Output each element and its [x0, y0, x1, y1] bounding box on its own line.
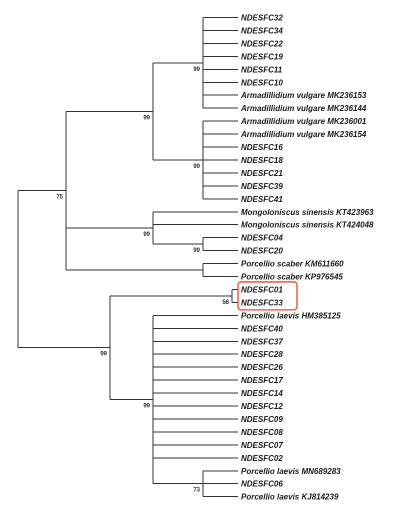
leaf-label: NDESFC08 [241, 428, 283, 437]
bootstrap-value: 75 [56, 195, 63, 201]
leaf-label: NDESFC06 [241, 480, 283, 489]
leaf-label: NDESFC02 [241, 454, 283, 463]
leaf-label: Porcellio scaber KM611660 [241, 260, 344, 269]
leaf-label: NDESFC34 [241, 26, 283, 35]
leaf-label: Mongoloniscus sinensis KT423963 [241, 208, 374, 217]
highlight-group [237, 281, 298, 311]
leaf-label: NDESFC10 [241, 78, 283, 87]
leaf-label: NDESFC11 [241, 65, 283, 74]
leaf-label: Armadillidium vulgare MK236001 [240, 117, 367, 126]
bootstrap-values: 99 99 99 99 99 75 56 73 99 99 [56, 67, 229, 494]
leaf-label: NDESFC04 [241, 234, 283, 243]
leaf-label: NDESFC07 [241, 441, 283, 450]
leaf-label: NDESFC14 [241, 389, 283, 398]
bootstrap-value: 99 [193, 67, 200, 73]
leaf-label: NDESFC26 [241, 363, 283, 372]
leaf-label: Porcellio laevis MN689283 [241, 467, 341, 476]
bootstrap-value: 56 [222, 300, 229, 306]
leaf-label: Mongoloniscus sinensis KT424048 [241, 221, 374, 230]
leaf-label: NDESFC18 [241, 156, 283, 165]
leaf-labels: NDESFC32NDESFC34NDESFC22NDESFC19NDESFC11… [240, 14, 374, 502]
leaf-label: NDESFC12 [241, 402, 283, 411]
leaf-label: NDESFC22 [241, 39, 283, 48]
leaf-label: NDESFC19 [241, 52, 283, 61]
leaf-label: NDESFC21 [241, 169, 283, 178]
bootstrap-value: 73 [193, 488, 200, 494]
leaf-label: NDESFC09 [241, 415, 283, 424]
leaf-label: Porcellio laevis HM385125 [241, 311, 341, 320]
bootstrap-value: 99 [193, 248, 200, 254]
bootstrap-value: 99 [193, 164, 200, 170]
bootstrap-value: 99 [143, 232, 150, 238]
leaf-label: Porcellio laevis KJ814239 [241, 493, 339, 502]
leaf-label: NDESFC39 [241, 182, 283, 191]
leaf-label: Armadillidium vulgare MK236153 [240, 91, 367, 100]
leaf-label: Armadillidium vulgare MK236154 [240, 130, 367, 139]
leaf-label: NDESFC37 [241, 337, 283, 346]
leaf-label: NDESFC17 [241, 376, 283, 385]
leaf-label: NDESFC20 [241, 247, 283, 256]
leaf-label: NDESFC01 [241, 285, 283, 294]
leaf-label: NDESFC32 [241, 14, 283, 23]
tree-branches [17, 17, 238, 498]
bootstrap-value: 99 [100, 352, 107, 358]
leaf-label: NDESFC28 [241, 350, 283, 359]
bootstrap-value: 99 [143, 115, 150, 121]
highlight-box [237, 281, 298, 311]
leaf-label: NDESFC40 [241, 324, 283, 333]
leaf-label: Armadillidium vulgare MK236144 [240, 104, 367, 113]
leaf-label: NDESFC16 [241, 143, 283, 152]
leaf-label: Porcellio scaber KP976545 [241, 273, 343, 282]
leaf-label: NDESFC33 [241, 298, 283, 307]
leaf-label: NDESFC41 [241, 195, 283, 204]
bootstrap-value: 99 [143, 404, 150, 410]
